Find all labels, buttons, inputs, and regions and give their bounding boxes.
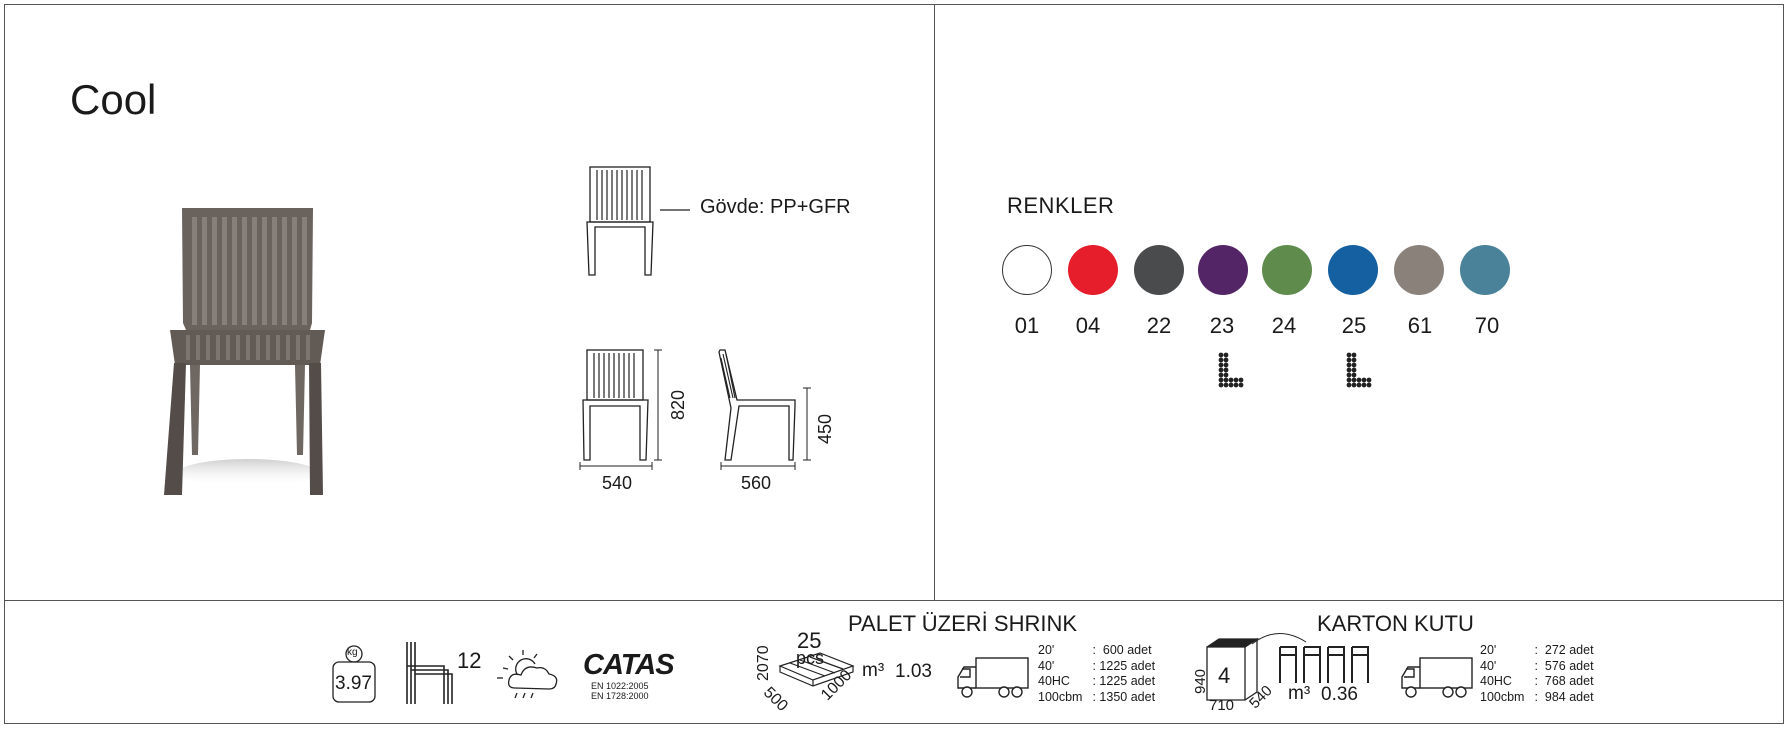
stack-count: 12 <box>457 648 482 673</box>
color-code-61: 61 <box>1407 313 1433 338</box>
container-type: 40' <box>1038 658 1055 673</box>
carton-m3-value: 0.36 <box>1321 684 1358 705</box>
container-type: 40' <box>1480 658 1497 673</box>
front-dimension-drawing <box>579 349 662 470</box>
height-dimension: 820 <box>668 389 688 420</box>
color-swatch-70 <box>1460 245 1510 295</box>
container-quantity: : 576 adet <box>1534 658 1594 673</box>
truck-icon <box>957 657 1029 698</box>
horizontal-divider <box>4 600 1784 601</box>
color-swatch-04 <box>1068 245 1118 295</box>
container-type: 40HC <box>1038 674 1070 688</box>
vertical-divider <box>934 4 935 600</box>
shipping-row: 20' : 272 adet <box>1478 643 1596 659</box>
catas-logo: CATAS <box>583 649 675 681</box>
carton-width: 710 <box>1209 697 1235 714</box>
seat-height-dimension: 450 <box>815 413 835 444</box>
color-swatch-23 <box>1198 245 1248 295</box>
color-swatch-61 <box>1394 245 1444 295</box>
color-swatch-22 <box>1134 245 1184 295</box>
container-type: 40HC <box>1480 674 1512 688</box>
container-quantity: : 984 adet <box>1534 689 1594 704</box>
stack-dots-icon <box>1218 352 1244 388</box>
front-view-drawing <box>586 166 654 276</box>
color-code-25: 25 <box>1341 313 1367 338</box>
color-code-22: 22 <box>1146 313 1172 338</box>
shipping-row: 100cbm : 1350 adet <box>1036 690 1157 706</box>
carton-box-icon <box>1206 637 1260 701</box>
container-quantity: : 1225 adet <box>1092 658 1156 673</box>
leader-line <box>660 209 690 211</box>
standard-1: EN 1022:2005 <box>591 681 649 691</box>
pallet-m3-value: 1.03 <box>895 661 932 682</box>
weight-value: 3.97 <box>335 673 372 694</box>
outdoor-weather-icon <box>497 650 558 699</box>
container-quantity: : 272 adet <box>1534 643 1594 657</box>
container-quantity: : 1350 adet <box>1092 689 1156 704</box>
container-type: 20' <box>1480 643 1497 657</box>
color-swatch-24 <box>1262 245 1312 295</box>
carton-m3-label: m³ <box>1288 683 1311 704</box>
color-swatch-01 <box>1002 245 1052 295</box>
standard-2: EN 1728:2000 <box>591 691 649 701</box>
shipping-row: 40HC : 1225 adet <box>1036 674 1157 690</box>
shipping-row: 20' : 600 adet <box>1036 643 1157 659</box>
color-code-70: 70 <box>1474 313 1500 338</box>
container-quantity: : 768 adet <box>1534 674 1594 688</box>
chair-photo <box>164 208 325 495</box>
shipping-row: 40' : 576 adet <box>1478 659 1596 675</box>
pallet-shipping-table: 20' : 600 adet 40' : 1225 adet 40HC : 1225 ad… <box>1036 643 1157 705</box>
depth-dimension: 560 <box>741 473 772 493</box>
container-type: 20' <box>1038 643 1055 657</box>
weight-unit: kg <box>347 647 358 658</box>
container-quantity: : 600 adet <box>1092 643 1152 657</box>
shipping-row: 100cbm : 984 adet <box>1478 690 1596 706</box>
page-frame <box>4 4 1784 724</box>
width-dimension: 540 <box>602 473 633 493</box>
carton-height: 940 <box>1192 668 1209 694</box>
colors-title: RENKLER <box>1007 193 1115 218</box>
side-dimension-drawing <box>718 349 811 470</box>
pallet-title: PALET ÜZERİ SHRINK <box>848 611 1078 636</box>
container-type: 100cbm <box>1480 689 1525 704</box>
truck-icon <box>1401 657 1473 698</box>
stacked-chairs-icon <box>406 642 453 704</box>
color-code-24: 24 <box>1271 313 1297 338</box>
weight-icon <box>332 645 376 703</box>
stack-dots-icon <box>1346 352 1372 388</box>
carton-title: KARTON KUTU <box>1317 611 1474 636</box>
carton-shipping-table: 20' : 272 adet 40' : 576 adet 40HC : 768 adet… <box>1478 643 1596 705</box>
shipping-row: 40' : 1225 adet <box>1036 659 1157 675</box>
carton-arrow <box>1251 633 1307 645</box>
carton-chairs-icon <box>1279 646 1369 683</box>
pallet-m3-label: m³ <box>862 660 885 681</box>
product-title: Cool <box>70 76 157 123</box>
material-label: Gövde: PP+GFR <box>700 196 851 218</box>
color-code-04: 04 <box>1075 313 1101 338</box>
container-quantity: : 1225 adet <box>1092 674 1156 688</box>
carton-count: 4 <box>1218 663 1231 688</box>
pallet-height: 2070 <box>755 645 772 681</box>
color-swatch-25 <box>1328 245 1378 295</box>
container-type: 100cbm <box>1038 689 1083 704</box>
color-code-01: 01 <box>1014 313 1040 338</box>
pallet-pcs-label: pcs <box>796 648 825 668</box>
color-code-23: 23 <box>1209 313 1235 338</box>
pallet-pcs-count: 25 <box>797 628 822 653</box>
pallet-icon <box>778 652 855 687</box>
shipping-row: 40HC : 768 adet <box>1478 674 1596 690</box>
